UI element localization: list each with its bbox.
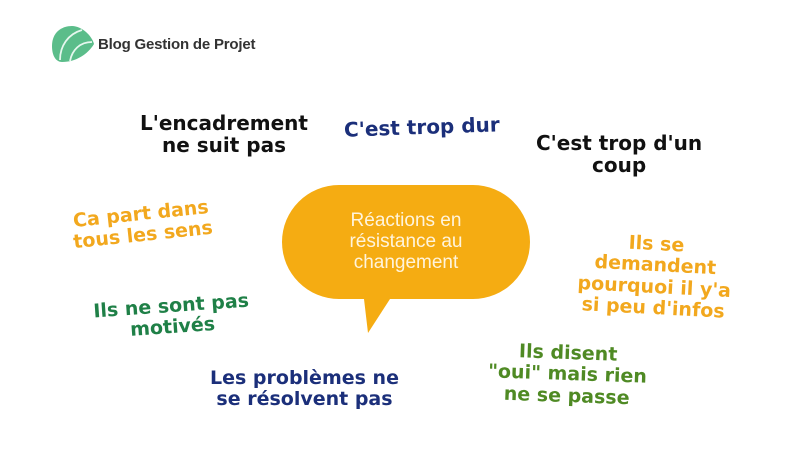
reaction-peu-dinfos: Ils se demandent pourquoi il y'a si peu … xyxy=(577,231,732,323)
reaction-part-dans-tous-les-sens: Ca part dans tous les sens xyxy=(71,196,214,254)
brand-name: Blog Gestion de Projet xyxy=(98,35,256,53)
bubble-title: Réactions en résistance au changement xyxy=(349,210,463,273)
reaction-problemes-non-resolus: Les problèmes ne se résolvent pas xyxy=(210,367,399,411)
center-speech-bubble: Réactions en résistance au changement xyxy=(282,185,530,333)
reaction-trop-dur: C'est trop dur xyxy=(343,112,501,142)
reaction-trop-dun-coup: C'est trop d'un coup xyxy=(536,131,703,178)
reaction-encadrement: L'encadrement ne suit pas xyxy=(140,111,308,158)
leaf-logo-icon xyxy=(52,26,94,62)
reaction-pas-motives: Ils ne sont pas motivés xyxy=(92,289,250,342)
reaction-disent-oui: Ils disent "oui" mais rien ne se passe xyxy=(487,340,648,409)
blog-logo: Blog Gestion de Projet xyxy=(48,24,255,64)
